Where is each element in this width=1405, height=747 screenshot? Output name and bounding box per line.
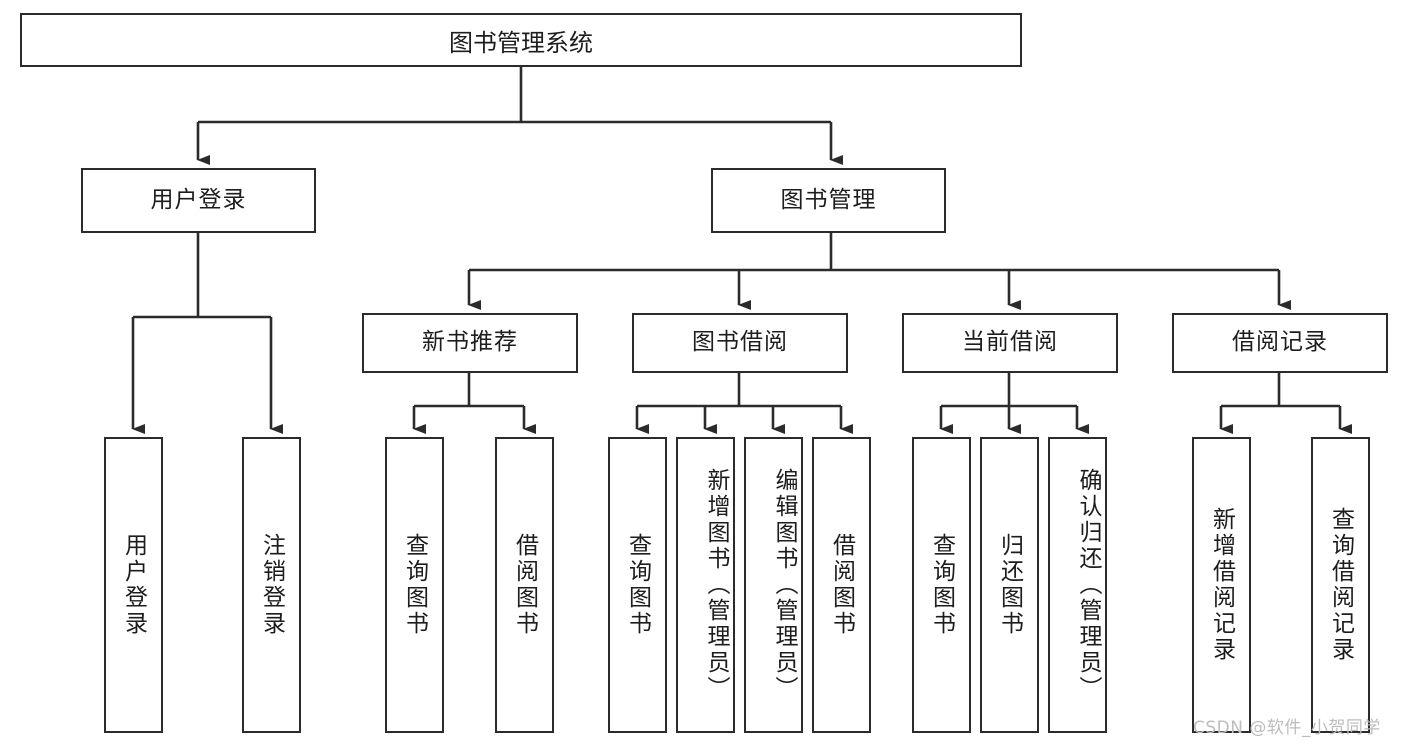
node-borrow-record-label: 借阅记录 — [1232, 329, 1328, 356]
leaf-return-book[interactable]: 归还图书 — [980, 437, 1039, 733]
leaf-confirm-return-label: 确认归还（管理员） — [1075, 468, 1101, 702]
node-book-borrow[interactable]: 图书借阅 — [632, 313, 848, 373]
node-book-borrow-label: 图书借阅 — [692, 329, 788, 356]
leaf-add-book-label: 新增图书（管理员） — [703, 468, 729, 702]
node-root[interactable]: 图书管理系统 — [20, 13, 1022, 67]
leaf-user-login[interactable]: 用户登录 — [104, 437, 163, 733]
leaf-query-book-1-label: 查询图书 — [401, 533, 428, 637]
leaf-query-book-3-label: 查询图书 — [928, 533, 955, 637]
leaf-borrow-book-1[interactable]: 借阅图书 — [495, 437, 554, 733]
leaf-borrow-book-2[interactable]: 借阅图书 — [812, 437, 871, 733]
leaf-add-book[interactable]: 新增图书（管理员） — [676, 437, 735, 733]
node-current-borrow[interactable]: 当前借阅 — [902, 313, 1118, 373]
leaf-query-record-label: 查询借阅记录 — [1327, 507, 1354, 663]
leaf-add-record[interactable]: 新增借阅记录 — [1192, 437, 1251, 733]
node-book-management[interactable]: 图书管理 — [711, 168, 946, 233]
leaf-return-book-label: 归还图书 — [996, 533, 1023, 637]
leaf-edit-book[interactable]: 编辑图书（管理员） — [744, 437, 803, 733]
node-current-borrow-label: 当前借阅 — [962, 329, 1058, 356]
node-user-login[interactable]: 用户登录 — [81, 168, 316, 233]
leaf-user-logout[interactable]: 注销登录 — [242, 437, 301, 733]
node-user-login-label: 用户登录 — [150, 186, 247, 213]
node-borrow-record[interactable]: 借阅记录 — [1172, 313, 1388, 373]
leaf-user-login-label: 用户登录 — [120, 533, 147, 637]
leaf-borrow-book-1-label: 借阅图书 — [511, 533, 538, 637]
node-new-book-recommend-label: 新书推荐 — [422, 329, 518, 356]
leaf-edit-book-label: 编辑图书（管理员） — [771, 468, 797, 702]
leaf-query-record[interactable]: 查询借阅记录 — [1311, 437, 1370, 733]
node-new-book-recommend[interactable]: 新书推荐 — [362, 313, 578, 373]
leaf-query-book-1[interactable]: 查询图书 — [385, 437, 444, 733]
leaf-confirm-return[interactable]: 确认归还（管理员） — [1048, 437, 1107, 733]
leaf-query-book-3[interactable]: 查询图书 — [912, 437, 971, 733]
node-book-management-label: 图书管理 — [780, 186, 877, 213]
leaf-query-book-2[interactable]: 查询图书 — [608, 437, 667, 733]
leaf-user-logout-label: 注销登录 — [258, 533, 285, 637]
leaf-query-book-2-label: 查询图书 — [624, 533, 651, 637]
node-root-label: 图书管理系统 — [449, 28, 593, 57]
leaf-borrow-book-2-label: 借阅图书 — [828, 533, 855, 637]
leaf-add-record-label: 新增借阅记录 — [1208, 507, 1235, 663]
csdn-watermark: CSDN @软件_小贺同学 — [1193, 718, 1381, 738]
